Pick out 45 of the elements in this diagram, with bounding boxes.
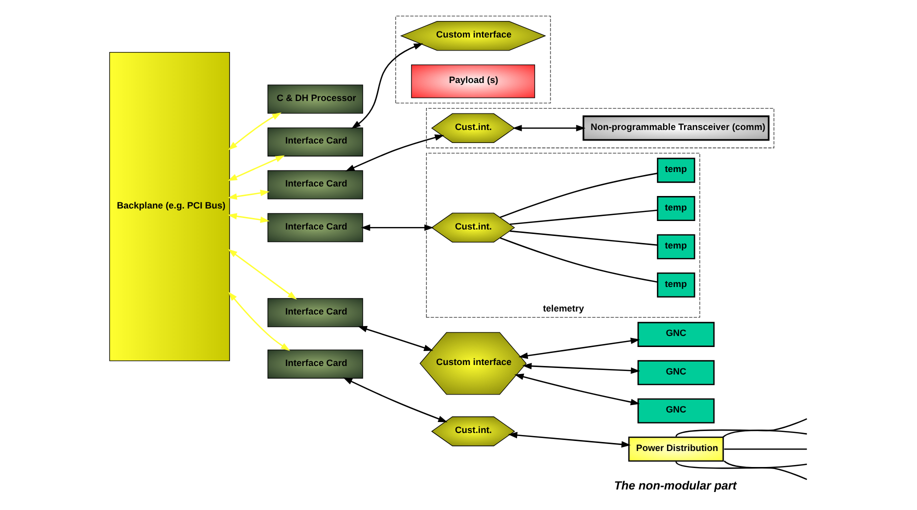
arrow	[228, 213, 270, 223]
arrow	[345, 134, 444, 172]
arrow	[514, 374, 640, 406]
node-box: C & DH Processor	[268, 84, 364, 114]
node-box: GNC	[638, 360, 715, 386]
connector	[724, 448, 807, 450]
node-box: Interface Card	[268, 298, 364, 328]
node-box: Interface Card	[268, 213, 364, 242]
node-box: Interface Card	[268, 350, 364, 379]
connector	[500, 237, 658, 283]
node-box: Interface Card	[268, 127, 364, 156]
arrow	[228, 112, 282, 150]
node-box: Non-programmable Transceiver (comm)	[582, 115, 770, 141]
node-box: temp	[656, 196, 696, 222]
connector	[724, 460, 807, 468]
connector	[510, 210, 658, 225]
node-box: GNC	[638, 322, 715, 347]
arrow	[512, 124, 586, 132]
arrow	[522, 362, 640, 374]
connector	[510, 230, 658, 246]
arrow	[360, 224, 434, 231]
node-box: GNC	[638, 398, 715, 424]
arrow	[351, 43, 424, 129]
node-box: temp	[656, 158, 696, 183]
connector	[676, 418, 808, 437]
node-box: Interface Card	[268, 170, 364, 200]
node-box: temp	[656, 234, 696, 260]
cluster	[426, 108, 774, 148]
node-box: Backplane (e.g. PCI Bus)	[109, 52, 230, 362]
node-box: temp	[656, 272, 696, 298]
cluster	[395, 16, 551, 104]
node-box: Power Distribution	[628, 436, 724, 462]
node-box: Payload (s)	[411, 64, 536, 98]
connector	[676, 461, 808, 480]
arrow	[228, 155, 285, 181]
arrow	[343, 377, 448, 422]
arrow	[508, 432, 631, 448]
arrow	[518, 338, 640, 359]
connector	[722, 430, 807, 438]
connector	[500, 172, 658, 218]
node-label: The non-modular part	[614, 478, 737, 493]
arrow	[228, 292, 290, 351]
arrow	[228, 249, 297, 300]
arrow	[358, 326, 434, 351]
arrow	[228, 190, 270, 200]
